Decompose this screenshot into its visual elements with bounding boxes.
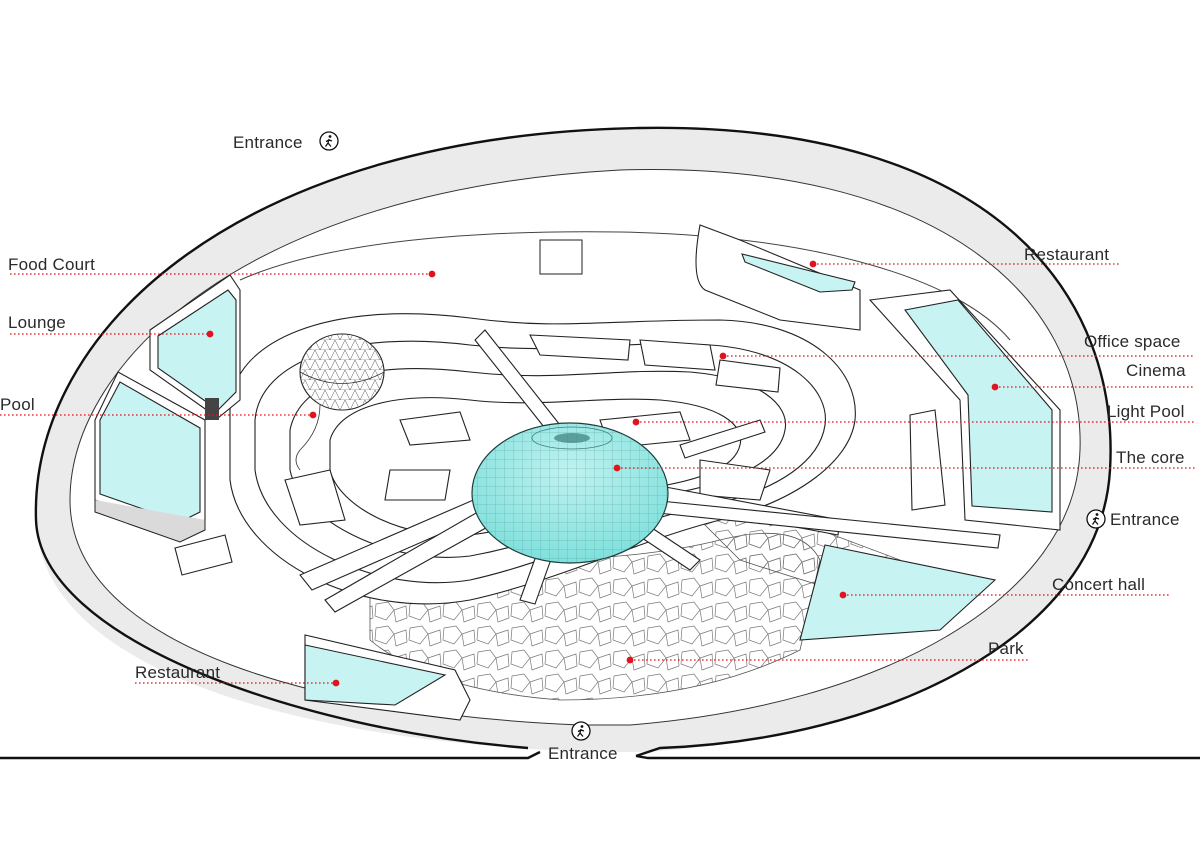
label-entrance-bottom: Entrance (548, 744, 618, 763)
label-light-pool: Light Pool (1107, 402, 1185, 421)
label-entrance-top: Entrance (233, 133, 303, 152)
label-office-space: Office space (1084, 332, 1181, 351)
pedestrian-icon (571, 721, 591, 741)
water-features (94, 224, 1061, 721)
label-park: Park (988, 639, 1024, 658)
label-the-core: The core (1116, 448, 1185, 467)
label-concert-hall: Concert hall (1052, 575, 1145, 594)
pedestrian-icon (319, 131, 339, 151)
label-food-court: Food Court (8, 255, 95, 274)
label-entrance-right: Entrance (1110, 510, 1180, 529)
label-restaurant-top: Restaurant (1024, 245, 1109, 264)
labels: Entrance Food Court Lounge Pool Restaura… (0, 131, 1186, 763)
pedestrian-icon (1086, 509, 1106, 529)
label-pool: Pool (0, 395, 35, 414)
label-lounge: Lounge (8, 313, 66, 332)
leader-lines (0, 260, 1195, 687)
label-cinema: Cinema (1126, 361, 1186, 380)
label-restaurant-bottom: Restaurant (135, 663, 220, 682)
core-dome (471, 422, 669, 564)
geodesic-sphere (295, 333, 385, 471)
bridges (299, 329, 1001, 613)
